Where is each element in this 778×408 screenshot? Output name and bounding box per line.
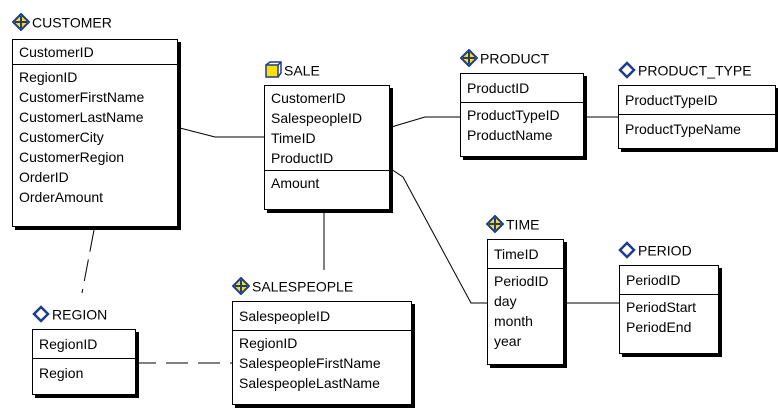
sale-entity[interactable]: CustomerID SalespeopleID TimeID ProductI… [264, 85, 390, 210]
diamond-key-icon [12, 13, 30, 32]
region-attr-section: Region [33, 358, 135, 385]
diamond-outline-icon [618, 61, 636, 80]
time-key-attr: TimeID [494, 246, 539, 262]
diamond-key-icon [232, 277, 250, 296]
producttype-attr: ProductTypeName [625, 121, 741, 137]
diamond-key-icon [486, 215, 504, 234]
salespeople-entity[interactable]: SalespeopleID RegionID SalespeopleFirstN… [232, 301, 412, 405]
sale-key-attr: ProductID [271, 150, 334, 166]
customer-attr: CustomerRegion [19, 149, 125, 165]
region-entity-title: REGION [32, 304, 108, 324]
region-key-section: RegionID [33, 330, 135, 358]
sale-attr-section: Amount [265, 170, 389, 195]
period-key-section: PeriodID [620, 266, 718, 294]
customer-key-section: CustomerID [13, 40, 177, 64]
time-entity[interactable]: TimeID PeriodID day month year [487, 239, 564, 365]
customer-entity[interactable]: CustomerID RegionID CustomerFirstName Cu… [12, 39, 178, 227]
period-attr: PeriodStart [626, 299, 697, 315]
sale-entity-name: SALE [284, 62, 320, 79]
producttype-key-section: ProductTypeID [619, 86, 775, 114]
time-attr: PeriodID [494, 273, 549, 289]
customer-attr: OrderAmount [19, 189, 104, 205]
sale-key-attr: TimeID [271, 130, 316, 146]
customer-entity-title: CUSTOMER [12, 12, 112, 32]
customer-attr: CustomerCity [19, 129, 104, 145]
product-key-attr: ProductID [467, 80, 530, 96]
customer-attr: CustomerFirstName [19, 89, 145, 105]
customer-entity-name: CUSTOMER [32, 14, 112, 31]
period-entity-title: PERIOD [618, 240, 692, 260]
product-attr: ProductName [467, 127, 553, 143]
customer-attr: OrderID [19, 169, 69, 185]
rel-customer-sale [175, 126, 266, 138]
salespeople-entity-title: SALESPEOPLE [232, 276, 354, 296]
product-key-section: ProductID [461, 74, 583, 102]
product-entity-name: PRODUCT [480, 50, 550, 67]
sale-key-section: CustomerID SalespeopleID TimeID ProductI… [265, 86, 389, 170]
product-attr-section: ProductTypeID ProductName [461, 102, 583, 147]
producttype-entity[interactable]: ProductTypeID ProductTypeName [618, 85, 776, 149]
salespeople-attr: SalespeopleLastName [239, 375, 380, 391]
diamond-key-icon [460, 49, 478, 68]
customer-attr: RegionID [19, 69, 78, 85]
time-attr: month [494, 313, 533, 329]
salespeople-attr: SalespeopleFirstName [239, 355, 381, 371]
rel-sale-product [387, 116, 462, 129]
salespeople-attr: RegionID [239, 335, 298, 351]
product-attr: ProductTypeID [467, 107, 560, 123]
sale-key-attr: SalespeopleID [271, 110, 363, 126]
period-attr-section: PeriodStart PeriodEnd [620, 294, 718, 339]
producttype-key-attr: ProductTypeID [625, 92, 718, 108]
producttype-entity-title: PRODUCT_TYPE [618, 60, 752, 80]
region-entity-name: REGION [52, 306, 108, 323]
producttype-attr-section: ProductTypeName [619, 114, 775, 141]
period-attr: PeriodEnd [626, 319, 692, 335]
salespeople-key-attr: SalespeopleID [239, 308, 331, 324]
time-entity-title: TIME [486, 214, 540, 234]
producttype-entity-name: PRODUCT_TYPE [638, 62, 752, 79]
customer-attr: CustomerLastName [19, 109, 144, 125]
time-attr: year [494, 333, 522, 349]
salespeople-key-section: SalespeopleID [233, 302, 411, 330]
product-entity[interactable]: ProductID ProductTypeID ProductName [460, 73, 584, 157]
time-key-section: TimeID [488, 240, 563, 268]
sale-entity-title: SALE [264, 60, 320, 78]
period-entity-name: PERIOD [638, 242, 692, 259]
sale-key-attr: CustomerID [271, 90, 346, 106]
customer-attr-section: RegionID CustomerFirstName CustomerLastN… [13, 64, 177, 209]
time-attr-section: PeriodID day month year [488, 268, 563, 353]
diamond-outline-icon [32, 305, 50, 324]
salespeople-attr-section: RegionID SalespeopleFirstName Salespeopl… [233, 330, 411, 395]
period-key-attr: PeriodID [626, 272, 681, 288]
time-entity-name: TIME [506, 216, 540, 233]
region-entity[interactable]: RegionID Region [32, 329, 136, 395]
product-entity-title: PRODUCT [460, 48, 550, 68]
salespeople-entity-name: SALESPEOPLE [252, 278, 354, 295]
period-entity[interactable]: PeriodID PeriodStart PeriodEnd [619, 265, 719, 354]
rel-customer-region [81, 229, 95, 294]
rel-sale-time [387, 166, 489, 304]
sale-attr: Amount [271, 175, 320, 191]
region-attr: Region [39, 365, 84, 381]
time-attr: day [494, 293, 517, 309]
region-key-attr: RegionID [39, 336, 98, 352]
square-table-icon [264, 61, 282, 79]
diamond-outline-icon [618, 241, 636, 260]
customer-key-attr: CustomerID [19, 44, 94, 60]
